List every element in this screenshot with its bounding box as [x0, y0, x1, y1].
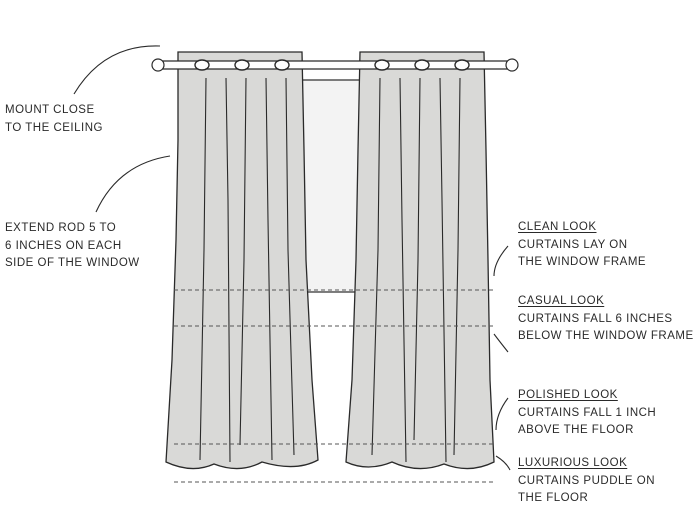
extend-line-1: EXTEND ROD 5 TO	[5, 222, 117, 234]
clean-look-line-2: THE WINDOW FRAME	[518, 256, 647, 268]
polished-look-annotation: POLISHED LOOK CURTAINS FALL 1 INCH ABOVE…	[518, 387, 656, 440]
look-callout-marks	[493, 245, 511, 471]
extend-annotation: EXTEND ROD 5 TO 6 INCHES ON EACH SIDE OF…	[5, 220, 140, 273]
extend-line-3: SIDE OF THE WINDOW	[5, 257, 140, 269]
mount-callout-line	[73, 45, 161, 95]
curtain-grommets	[194, 59, 470, 71]
extend-line-2: 6 INCHES ON EACH	[5, 239, 122, 252]
polished-look-title: POLISHED LOOK	[518, 389, 618, 401]
rod-finial-left	[151, 58, 165, 72]
rod-finial-right	[505, 58, 519, 72]
mount-line-2: TO THE CEILING	[5, 121, 103, 134]
clean-look-annotation: CLEAN LOOK CURTAINS LAY ON THE WINDOW FR…	[518, 219, 646, 272]
extend-callout-line	[95, 155, 171, 213]
length-guides	[174, 289, 496, 483]
right-curtain-panel	[345, 51, 495, 470]
left-curtain-panel	[165, 51, 319, 470]
window-pane	[299, 79, 361, 293]
curtain-pleats	[199, 77, 461, 463]
luxurious-look-line-2: THE FLOOR	[518, 492, 589, 504]
casual-look-title: CASUAL LOOK	[518, 295, 605, 307]
polished-look-line-2: ABOVE THE FLOOR	[518, 424, 634, 436]
mount-line-1: MOUNT CLOSE	[5, 104, 95, 116]
clean-look-line-1: CURTAINS LAY ON	[518, 238, 628, 251]
casual-look-annotation: CASUAL LOOK CURTAINS FALL 6 INCHES BELOW…	[518, 293, 694, 346]
luxurious-look-line-1: CURTAINS PUDDLE ON	[518, 474, 656, 487]
polished-look-line-1: CURTAINS FALL 1 INCH	[518, 406, 657, 419]
luxurious-look-title: LUXURIOUS LOOK	[518, 457, 628, 469]
mount-annotation: MOUNT CLOSE TO THE CEILING	[5, 102, 103, 137]
casual-look-line-1: CURTAINS FALL 6 INCHES	[518, 312, 673, 325]
clean-look-title: CLEAN LOOK	[518, 221, 597, 233]
luxurious-look-annotation: LUXURIOUS LOOK CURTAINS PUDDLE ON THE FL…	[518, 455, 655, 508]
casual-look-line-2: BELOW THE WINDOW FRAME	[518, 330, 694, 342]
